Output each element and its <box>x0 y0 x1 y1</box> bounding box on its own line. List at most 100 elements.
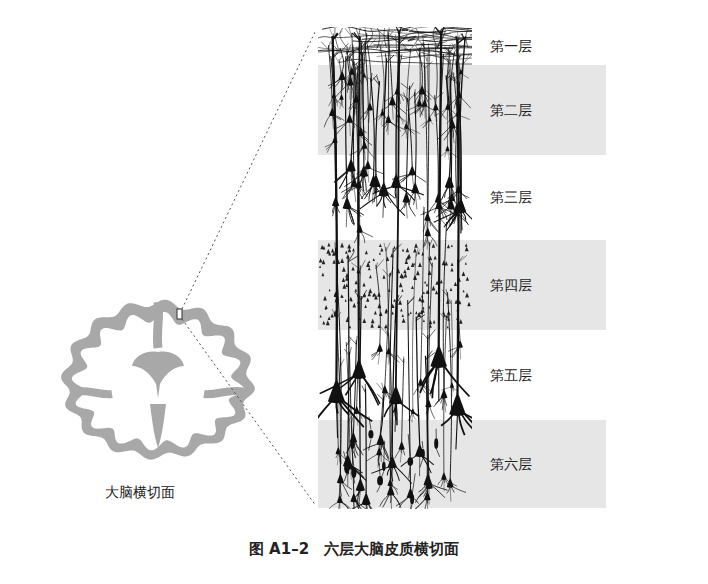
basal-dendrite <box>459 116 469 120</box>
granule-cell <box>352 248 355 251</box>
granule-cell <box>401 275 404 279</box>
dendrite-tuft <box>427 53 428 61</box>
dendrite <box>422 441 424 448</box>
fiber <box>335 28 338 48</box>
apical-dendrite <box>339 59 342 94</box>
basal-dendrite <box>349 208 354 226</box>
cell-body <box>360 164 369 177</box>
basal-dendrite <box>465 211 472 230</box>
dendrite <box>344 451 347 463</box>
dendrite-tuft <box>423 207 424 216</box>
dendrite-tuft <box>396 295 399 303</box>
basal-dendrite <box>338 502 340 509</box>
granule-cell <box>379 243 382 247</box>
apical-dendrite <box>406 86 409 193</box>
axon <box>336 401 337 438</box>
apical-dendrite <box>379 388 384 448</box>
granule-cell <box>421 252 424 256</box>
basal-dendrite <box>400 202 405 212</box>
granule-cell <box>406 248 409 252</box>
dendrite-tuft <box>396 354 404 363</box>
axon <box>427 235 429 249</box>
granule-cell <box>332 252 335 256</box>
dendrite-tuft <box>421 62 425 69</box>
spindle-cell <box>434 438 438 449</box>
dendrite-tuft <box>422 51 427 60</box>
granule-cell <box>400 308 403 311</box>
basal-dendrite <box>402 449 405 456</box>
basal-dendrite <box>402 128 406 136</box>
cell-body <box>376 447 382 456</box>
dendrite-tuft <box>428 330 435 339</box>
dendrite-tuft <box>458 255 467 263</box>
basal-dendrite <box>372 351 378 360</box>
dendrite <box>380 471 384 481</box>
dendrite-tuft <box>441 27 444 34</box>
dendrite-tuft <box>446 70 450 80</box>
granule-cell <box>368 288 372 293</box>
spindle-cell <box>407 457 413 466</box>
axon <box>350 469 351 480</box>
apical-dendrite <box>385 273 390 385</box>
granule-cell <box>407 266 410 270</box>
apical-dendrite <box>376 81 380 175</box>
apical-dendrite <box>446 75 451 176</box>
dendrite-tuft <box>328 41 330 49</box>
lateral-sulcus <box>70 391 112 394</box>
basal-dendrite <box>441 479 443 487</box>
dendrite <box>369 439 371 450</box>
granule-cell <box>322 321 325 325</box>
basal-dendrite <box>341 502 348 509</box>
dendrite-tuft <box>339 55 342 63</box>
lateral-sulcus <box>204 391 246 394</box>
dendrite-tuft <box>415 45 419 51</box>
dendrite-tuft <box>423 207 425 215</box>
axon <box>406 128 407 138</box>
dendrite-tuft <box>373 78 379 86</box>
cell-body <box>450 381 454 387</box>
granule-cell <box>327 243 330 247</box>
dendrite-tuft <box>464 54 472 63</box>
basal-dendrite <box>366 455 377 462</box>
dendrite <box>409 467 411 479</box>
basal-dendrite <box>428 202 437 215</box>
granule-cell <box>366 298 369 302</box>
granule-cell <box>429 320 433 325</box>
cell-body <box>369 174 377 187</box>
granule-cell <box>331 248 334 252</box>
granule-cell <box>370 323 373 327</box>
granule-cell <box>330 313 333 317</box>
cell-body <box>382 385 388 394</box>
cell-body <box>339 70 346 80</box>
dendrite-tuft <box>447 217 450 226</box>
dendrite-tuft <box>341 359 344 366</box>
fiber <box>361 28 373 48</box>
granule-cell <box>346 254 350 259</box>
basal-dendrite <box>413 192 415 205</box>
axon <box>339 502 340 509</box>
dendrite-tuft <box>416 315 425 321</box>
dendrite-tuft <box>435 92 444 99</box>
dendrite-tuft <box>452 43 457 52</box>
basal-dendrite <box>398 174 409 184</box>
apical-dendrite <box>425 64 428 212</box>
spindle-cell <box>421 449 425 458</box>
granule-cell <box>371 319 375 324</box>
spindle-cell <box>382 462 386 471</box>
cell-body <box>365 160 372 170</box>
basal-dendrite <box>342 186 352 199</box>
granule-cell <box>459 319 463 324</box>
apical-dendrite <box>333 36 337 381</box>
granule-cell <box>454 282 457 286</box>
basal-dendrite <box>412 499 424 509</box>
basal-dendrite <box>446 479 457 486</box>
granule-cell <box>413 248 417 253</box>
granule-cell <box>410 311 412 314</box>
layer-label: 第三层 <box>490 189 532 206</box>
granule-cell <box>466 276 469 280</box>
cell-body <box>391 173 401 188</box>
basal-dendrite <box>430 484 444 497</box>
cell-body <box>339 93 343 100</box>
apical-dendrite <box>416 317 420 445</box>
dendrite-tuft <box>321 42 328 49</box>
